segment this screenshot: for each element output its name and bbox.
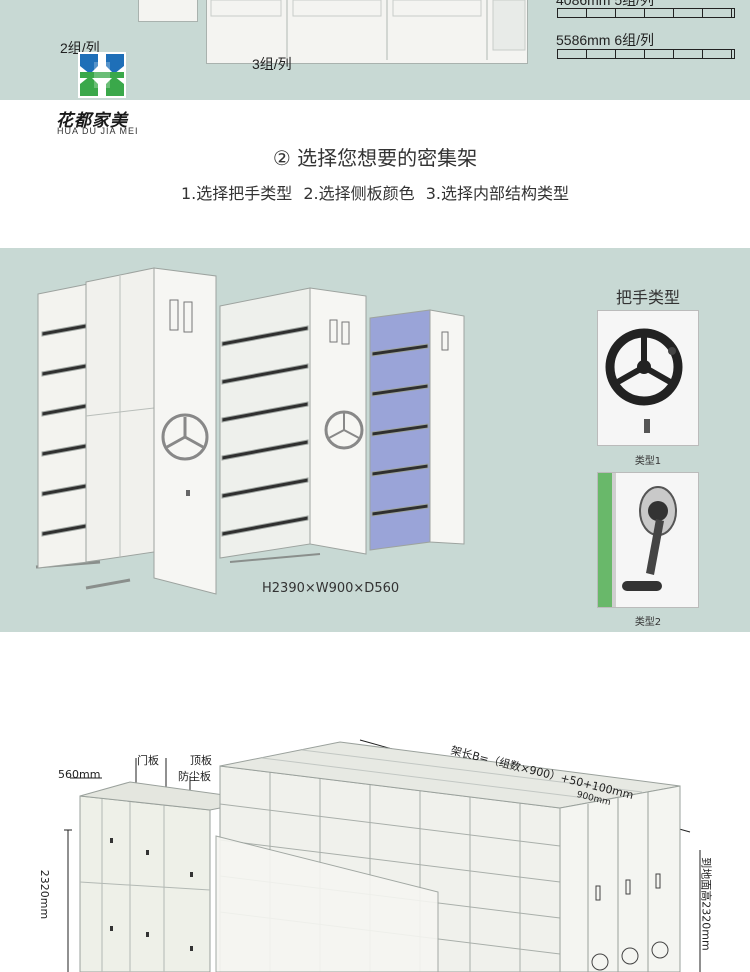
- brand-name: 花都家美: [56, 111, 128, 130]
- brand-logo-icon: [78, 52, 126, 98]
- label-top-panel: 顶板: [190, 754, 212, 767]
- label-height: 2320mm: [38, 869, 52, 920]
- handle-option-2[interactable]: [597, 472, 699, 608]
- handle-type-title: 把手类型: [615, 288, 680, 307]
- wheel-handle-icon: [605, 328, 683, 433]
- dimension-row-5: 4086mm 5组/列: [556, 0, 655, 8]
- label-dust-panel: 防尘板: [178, 770, 211, 783]
- step-subtitle: 1.选择把手类型 2.选择侧板颜色 3.选择内部结构类型: [181, 184, 569, 203]
- group-label-3: 3组/列: [252, 56, 292, 72]
- handle-option-1[interactable]: [597, 310, 699, 446]
- dimension-bar-6: [557, 49, 735, 59]
- mobile-shelving-illustration: [35, 267, 465, 595]
- handle-caption-2: 类型2: [634, 617, 662, 628]
- spec-dimensions: H2390×W900×D560: [262, 581, 400, 596]
- label-floor-height: 到地面高2320mm: [699, 857, 713, 951]
- brand-pinyin: HUA DU JIA MEI: [57, 126, 139, 136]
- top-cabinet-right: [206, 0, 528, 64]
- label-door-panel: 门板: [137, 754, 159, 767]
- crank-handle-icon: [598, 473, 677, 607]
- dimension-row-6: 5586mm 6组/列: [556, 32, 655, 48]
- label-depth: 560mm: [58, 768, 101, 781]
- top-cabinet-left: [138, 0, 198, 22]
- dimension-bar-5: [557, 8, 735, 18]
- structure-diagram: [64, 739, 701, 972]
- step-title: ② 选择您想要的密集架: [272, 146, 478, 170]
- handle-caption-1: 类型1: [634, 456, 662, 467]
